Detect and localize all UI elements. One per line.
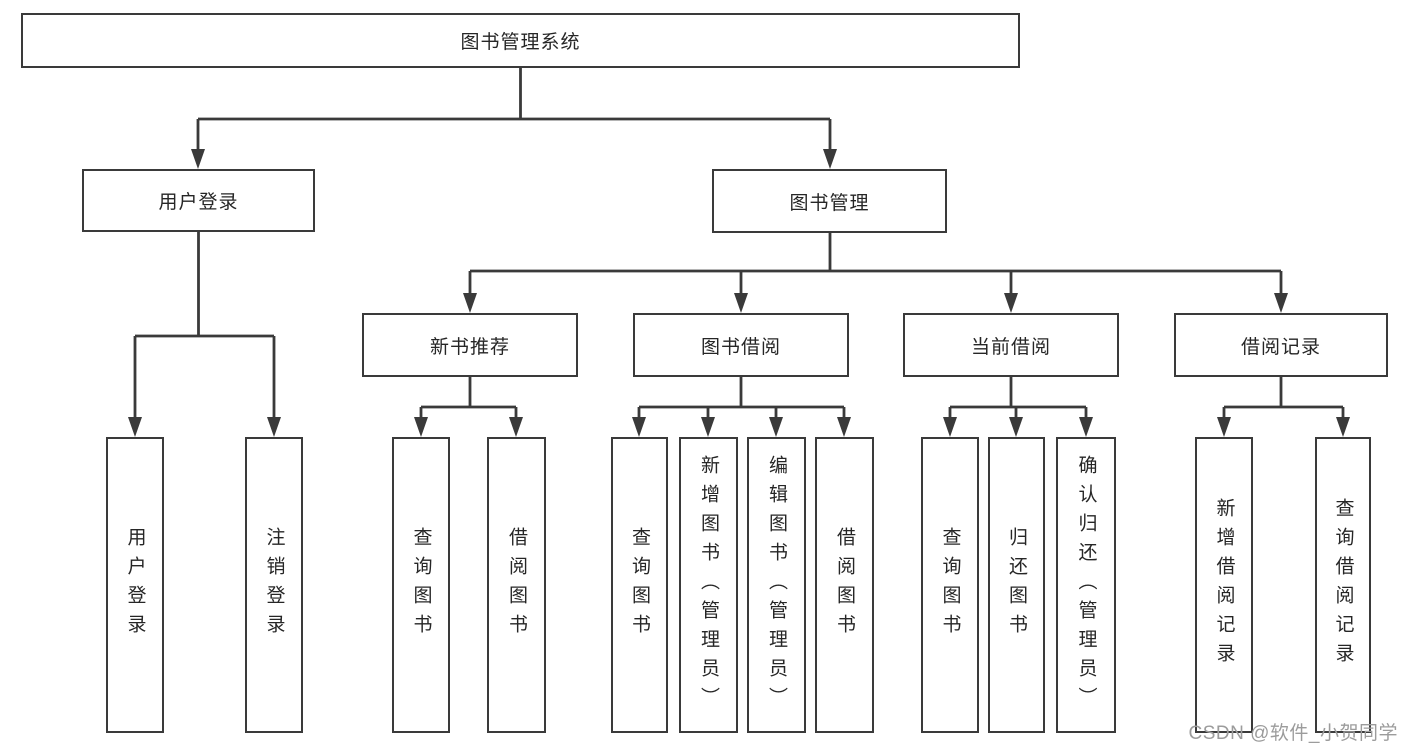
node-leaf-user-login: 用户登录 xyxy=(106,437,164,733)
node-leaf-edit-book-admin: 编辑图书（管理员） xyxy=(747,437,806,733)
node-root: 图书管理系统 xyxy=(21,13,1020,68)
node-leaf-add-borrow-record: 新增借阅记录 xyxy=(1195,437,1253,733)
node-leaf-query-borrow-record: 查询借阅记录 xyxy=(1315,437,1371,733)
node-leaf-query-book-3: 查询图书 xyxy=(921,437,979,733)
node-leaf-confirm-return-admin: 确认归还（管理员） xyxy=(1056,437,1116,733)
node-leaf-add-book-admin: 新增图书（管理员） xyxy=(679,437,738,733)
node-leaf-logout: 注销登录 xyxy=(245,437,303,733)
node-leaf-query-book-2: 查询图书 xyxy=(611,437,668,733)
node-book-management: 图书管理 xyxy=(712,169,947,233)
node-leaf-return-book: 归还图书 xyxy=(988,437,1045,733)
node-leaf-borrow-book-2: 借阅图书 xyxy=(815,437,874,733)
node-leaf-borrow-book-1: 借阅图书 xyxy=(487,437,546,733)
node-new-book-recommendation: 新书推荐 xyxy=(362,313,578,377)
csdn-watermark: CSDN @软件_小贺同学 xyxy=(1188,723,1398,744)
node-leaf-query-book-1: 查询图书 xyxy=(392,437,450,733)
arrowheads xyxy=(128,149,1350,437)
node-user-login: 用户登录 xyxy=(82,169,315,232)
node-current-borrowing: 当前借阅 xyxy=(903,313,1119,377)
node-borrowing-records: 借阅记录 xyxy=(1174,313,1388,377)
node-book-borrowing: 图书借阅 xyxy=(633,313,849,377)
